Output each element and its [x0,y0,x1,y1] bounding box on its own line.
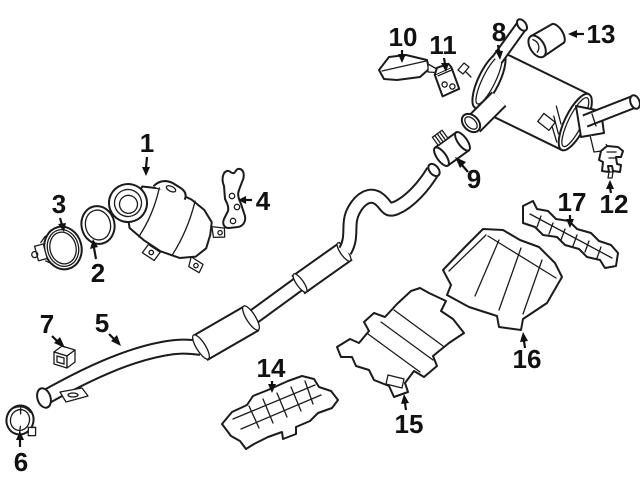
callout-number-8: 8 [492,17,506,47]
part-center-exhaust-pipe [36,162,441,409]
callout-number-11: 11 [429,30,457,60]
callout-number-2: 2 [91,258,105,288]
part-pipe-clamp [5,404,37,437]
callout-number-12: 12 [600,189,629,219]
callout-number-6: 6 [14,447,28,477]
callout-10: 10 [389,22,418,63]
part-exhaust-tip [527,22,566,59]
callout-1: 1 [140,128,154,176]
callout-16: 16 [513,332,542,374]
part-heat-shield-crossmember [522,200,619,269]
part-heat-shield-center [336,287,465,398]
callout-number-13: 13 [587,19,616,49]
callout-number-14: 14 [257,353,286,383]
part-support-bracket [221,167,247,229]
part-catalytic-converter [108,180,226,274]
callout-8: 8 [492,17,506,60]
part-heat-shield-rear [442,228,563,331]
part-rubber-hanger [598,145,624,179]
part-muffler-clamp [431,129,471,167]
callout-number-1: 1 [140,128,154,158]
callout-number-5: 5 [95,308,109,338]
callout-13: 13 [568,19,615,49]
callout-number-4: 4 [256,186,271,216]
callout-number-9: 9 [467,164,481,194]
callout-number-17: 17 [558,187,587,217]
callout-number-15: 15 [395,409,424,439]
callout-7: 7 [40,309,65,348]
part-exhaust-gasket-ring [80,205,116,245]
part-heat-shield-front [221,375,339,450]
callout-17: 17 [558,187,587,228]
part-v-band-clamp [31,225,83,271]
callout-11: 11 [429,30,457,72]
callout-6: 6 [14,431,28,477]
part-mount-block [53,345,76,369]
callout-15: 15 [395,394,424,439]
callout-4: 4 [238,186,271,216]
callout-14: 14 [257,353,286,393]
callout-5: 5 [95,308,121,346]
callout-3: 3 [52,189,66,232]
callout-number-16: 16 [513,344,542,374]
callout-2: 2 [90,239,105,288]
callout-number-7: 7 [40,309,54,339]
callout-number-3: 3 [52,189,66,219]
callout-number-10: 10 [389,22,418,52]
callout-12: 12 [600,180,629,219]
callout-9: 9 [455,157,481,194]
